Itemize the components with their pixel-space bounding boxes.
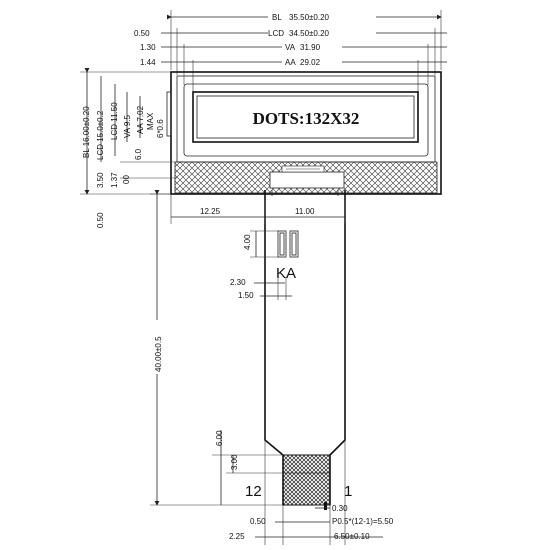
dim-150: 1.50 bbox=[238, 291, 254, 300]
dim-230: 2.30 bbox=[230, 278, 246, 287]
dim-137: 1.37 bbox=[110, 172, 119, 188]
dim-max: MAX bbox=[146, 112, 155, 130]
dim-600: 6.00 bbox=[215, 430, 224, 446]
dim-va-label: VA bbox=[285, 43, 296, 52]
flex-cable: KA bbox=[264, 190, 346, 506]
dim-pitch: P0.5*(12-1)=5.50 bbox=[332, 517, 394, 526]
dim-lcd2-vertical: LCD 11.50 bbox=[110, 102, 119, 140]
dim-bl-label: BL bbox=[272, 13, 282, 22]
pin-12-label: 12 bbox=[245, 483, 262, 500]
dim-400: 4.00 bbox=[243, 234, 252, 250]
dim-60: 6.0 bbox=[134, 148, 143, 160]
left-dimensions: BL 16.00±0.20 LCD 15.0±0.2 LCD 11.50 VA … bbox=[80, 68, 177, 228]
dim-lcd-left: 0.50 bbox=[134, 29, 150, 38]
dim-050-bottom: 0.50 bbox=[250, 517, 266, 526]
dim-dot-size: 6*0.6 bbox=[156, 119, 165, 138]
mid-dimensions: 12.25 11.00 4.00 2.30 1.50 bbox=[170, 194, 346, 300]
dim-lcd-label: LCD bbox=[268, 29, 284, 38]
dim-bl-vertical: BL 16.00±0.20 bbox=[82, 106, 91, 158]
dim-030: 0.30 bbox=[332, 504, 348, 513]
bottom-dimensions: 0.30 0.50 P0.5*(12-1)=5.50 2.25 6.50±0.1… bbox=[229, 440, 394, 545]
dim-bl-value: 35.50±0.20 bbox=[289, 13, 330, 22]
ka-label: KA bbox=[276, 265, 296, 282]
dim-aa-label: AA bbox=[285, 58, 296, 67]
dim-1225: 12.25 bbox=[200, 207, 221, 216]
dim-aa-vertical: AA 7.02 bbox=[136, 105, 145, 134]
dim-350: 3.50 bbox=[96, 172, 105, 188]
dim-1100: 11.00 bbox=[295, 207, 315, 216]
dim-va-vertical: VA 9.5 bbox=[123, 114, 132, 138]
pin-1-label: 1 bbox=[344, 483, 352, 500]
dim-aa-left: 1.44 bbox=[140, 58, 156, 67]
dim-00: 00 bbox=[122, 175, 131, 184]
lcd-module: DOTS:132X32 bbox=[166, 71, 442, 195]
dim-lcd-value: 34.50±0.20 bbox=[289, 29, 330, 38]
dim-650: 6.50±0.10 bbox=[334, 532, 370, 541]
dim-300: 3.00 bbox=[230, 454, 239, 470]
top-dimensions: BL 35.50±0.20 LCD 34.50±0.20 0.50 VA 31.… bbox=[134, 10, 447, 92]
dim-050-left: 0.50 bbox=[96, 212, 105, 228]
length-dimension: 40.00±0.5 6.00 3.00 12 1 bbox=[150, 190, 352, 506]
display-dots-label: DOTS:132X32 bbox=[253, 109, 360, 128]
dim-va-left: 1.30 bbox=[140, 43, 156, 52]
dim-40-length: 40.00±0.5 bbox=[154, 336, 163, 372]
dim-lcd-vertical: LCD 15.0±0.2 bbox=[96, 110, 105, 160]
dim-225: 2.25 bbox=[229, 532, 245, 541]
dim-va-value: 31.90 bbox=[300, 43, 321, 52]
dim-aa-value: 29.02 bbox=[300, 58, 321, 67]
